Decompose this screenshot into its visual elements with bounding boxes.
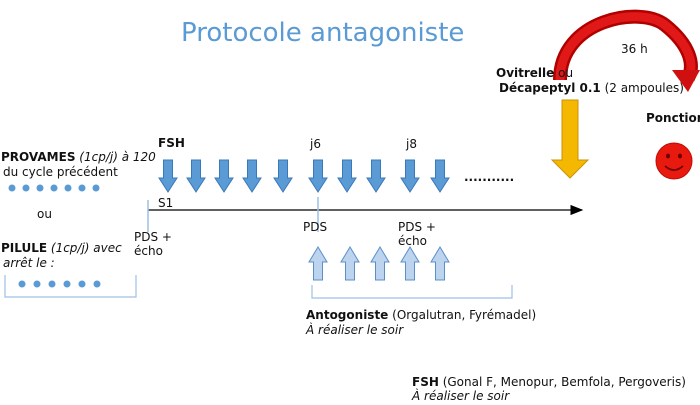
antagonist-up-arrow [370, 246, 390, 281]
pds-echo-2: PDS + [398, 220, 436, 234]
timeline-axis [147, 197, 584, 232]
fsh-note-drugs: (Gonal F, Menopur, Bemfola, Pergoveris) [438, 375, 686, 389]
antagonist-timing: À réaliser le soir [306, 323, 404, 337]
trigger-line1: Ovitrelle ou [496, 66, 573, 81]
fsh-down-arrow [400, 159, 420, 193]
trigger-drug2: Décapeptyl 0.1 [499, 81, 601, 95]
fsh-down-arrow [242, 159, 262, 193]
antagonist-up-arrow [308, 246, 328, 281]
fsh-note-line1: FSH (Gonal F, Menopur, Bemfola, Pergover… [412, 375, 686, 390]
provames-line2: du cycle précédent [3, 165, 118, 179]
pilule-line2: arrêt le : [3, 256, 55, 270]
fsh-arrows [158, 159, 450, 193]
antagonist-drugs: (Orgalutran, Fyrémadel) [388, 308, 537, 322]
pds-echo-1b: écho [134, 244, 163, 258]
trigger-line2: Décapeptyl 0.1 (2 ampoules) [499, 81, 684, 96]
pds-echo-2b: écho [398, 234, 427, 248]
provames-name: PROVAMES [1, 150, 76, 164]
antagonist-name: Antogoniste [306, 308, 389, 322]
antagonist-up-arrow [400, 246, 420, 281]
ponction-label: Ponction [646, 111, 700, 125]
fsh-note-timing: À réaliser le soir [412, 389, 510, 403]
antagonist-bracket [311, 285, 513, 299]
provames-line1: PROVAMES (1cp/j) à 120 [1, 150, 156, 165]
fsh-down-arrow [366, 159, 386, 193]
page-title: Protocole antagoniste [181, 18, 465, 48]
pds-label: PDS [303, 220, 328, 234]
fsh-down-arrow [430, 159, 450, 193]
trigger-arrow [550, 99, 590, 179]
fsh-down-arrow [158, 159, 178, 193]
continuation-dots: ........... [464, 170, 515, 184]
fsh-down-arrow [337, 159, 357, 193]
trigger-drug1: Ovitrelle [496, 66, 555, 80]
fsh-down-arrow [214, 159, 234, 193]
antagonist-arrows [308, 246, 450, 281]
j8-label: j8 [406, 137, 417, 151]
pilule-dose: (1cp/j) avec [47, 241, 122, 255]
curved-arrow-36h [553, 9, 700, 92]
provames-dots [8, 184, 100, 192]
fsh-note-name: FSH [412, 375, 439, 389]
pds-echo-1: PDS + [134, 230, 172, 244]
fsh-down-arrow [186, 159, 206, 193]
pilule-line1: PILULE (1cp/j) avec [1, 241, 122, 256]
s1-label: S1 [158, 196, 174, 210]
trigger-qty: (2 ampoules) [600, 81, 684, 95]
provames-dose: (1cp/j) à 120 [75, 150, 156, 164]
smiley-icon [655, 142, 693, 180]
duration-label: 36 h [621, 42, 648, 56]
antagonist-up-arrow [340, 246, 360, 281]
antagonist-line1: Antogoniste (Orgalutran, Fyrémadel) [306, 308, 536, 323]
pilule-dots [4, 275, 137, 298]
fsh-down-arrow [308, 159, 328, 193]
ou-label: ou [37, 207, 52, 221]
j6-label: j6 [310, 137, 321, 151]
antagonist-up-arrow [430, 246, 450, 281]
fsh-down-arrow [273, 159, 293, 193]
pilule-name: PILULE [1, 241, 48, 255]
fsh-label: FSH [158, 136, 185, 150]
trigger-or: ou [554, 66, 574, 80]
